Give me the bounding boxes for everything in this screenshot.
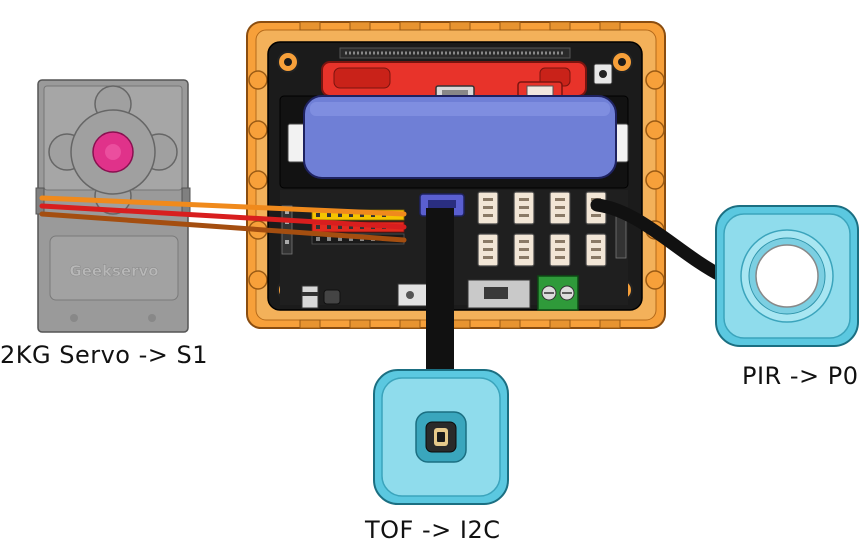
servo-module: Geekservo [35, 79, 191, 333]
controller-board [246, 21, 666, 329]
tof-label: TOF -> I2C [365, 516, 501, 544]
servo-wire-ground [39, 211, 407, 243]
pir-label: PIR -> P0 [742, 362, 859, 390]
servo-wire-power [39, 203, 407, 230]
pir-lens-icon [755, 244, 819, 308]
tof-cable [426, 208, 454, 378]
battery-icon [303, 95, 617, 179]
tof-sensor-icon [425, 421, 457, 453]
pir-module [715, 205, 859, 347]
servo-brand-label: Geekservo [69, 262, 158, 280]
pir-cable [590, 198, 729, 283]
servo-label: 2KG Servo -> S1 [0, 341, 209, 369]
servo-wire-signal [39, 195, 407, 217]
tof-module [373, 369, 509, 505]
servo-wires [39, 195, 407, 243]
